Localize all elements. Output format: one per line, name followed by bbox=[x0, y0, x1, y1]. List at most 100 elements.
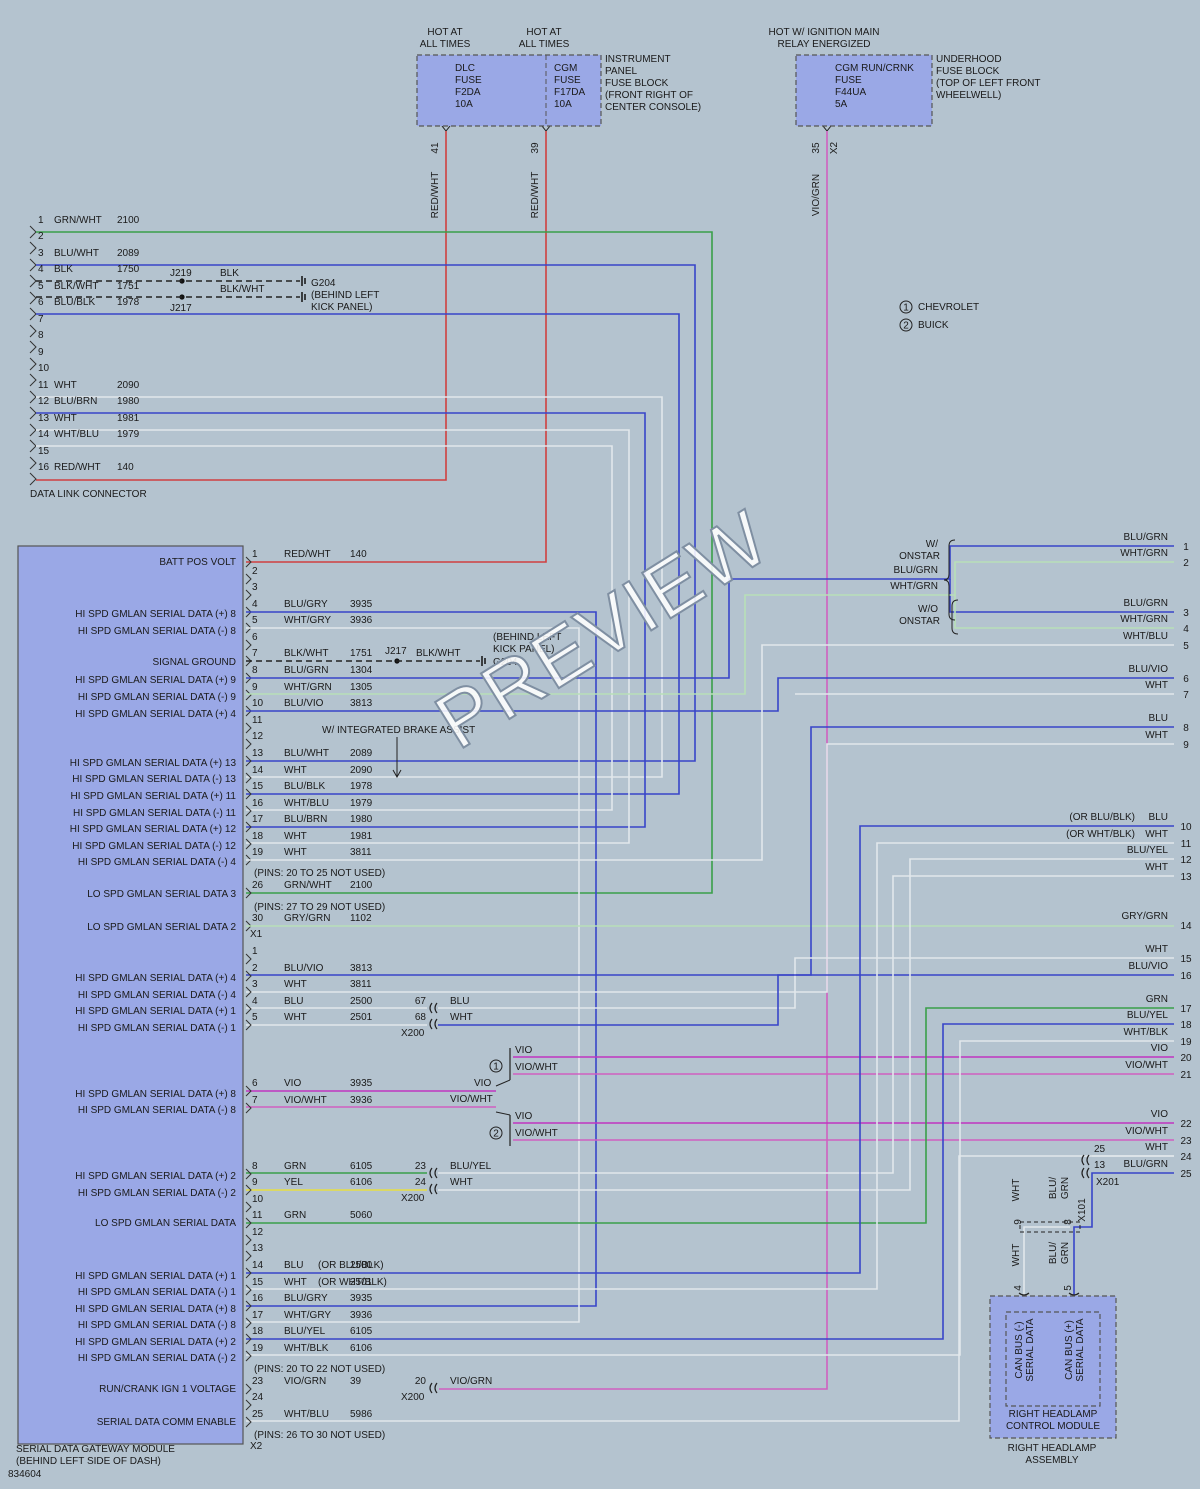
x1-wire-color: GRN/WHT bbox=[284, 880, 332, 891]
x1-circuit: 1305 bbox=[350, 682, 373, 693]
right-pin-number: 14 bbox=[1180, 921, 1192, 932]
x1-pin-number: 1 bbox=[252, 549, 258, 560]
dlc-hot-label: ALL TIMES bbox=[420, 39, 471, 50]
dlc-wire-color: WHT bbox=[54, 380, 77, 391]
run-hot-label: HOT W/ IGNITION MAIN bbox=[769, 27, 880, 38]
x1-pin-number: 26 bbox=[252, 880, 264, 891]
dlc-wire-color: GRN/WHT bbox=[54, 215, 102, 226]
module-pin-label: HI SPD GMLAN SERIAL DATA (-) 8 bbox=[78, 1105, 237, 1116]
wire-6106-b bbox=[246, 1040, 1174, 1356]
x2-circuit: 2501 bbox=[350, 1277, 373, 1288]
x200-connector-icon bbox=[429, 1382, 433, 1394]
fuse-pin: 35 bbox=[811, 142, 822, 154]
wire-5060 bbox=[246, 1007, 1174, 1224]
module-pin-label: HI SPD GMLAN SERIAL DATA (-) 11 bbox=[73, 808, 236, 819]
x1-pin-number: 18 bbox=[252, 831, 264, 842]
dlc-circuit: 1980 bbox=[117, 396, 140, 407]
pins-not-used-note: (PINS: 20 TO 25 NOT USED) bbox=[254, 868, 385, 879]
g204-label: G204 bbox=[493, 657, 518, 668]
dlc-wire-color: RED/WHT bbox=[54, 462, 101, 473]
variant-wire-color: VIO/WHT bbox=[515, 1062, 558, 1073]
fuse-wire-color: RED/WHT bbox=[530, 172, 541, 219]
hl-wire-color: BLU/ bbox=[1048, 1242, 1059, 1264]
variant-link bbox=[495, 1079, 511, 1116]
x2-wire-color: BLU/VIO bbox=[284, 963, 324, 974]
hl-wire-color: BLU/ bbox=[1048, 1177, 1059, 1199]
dlc-terminal-icon bbox=[29, 258, 37, 272]
x1-pin-number: 2 bbox=[252, 566, 258, 577]
x2-wire-color: VIO/GRN bbox=[284, 1376, 326, 1387]
run-hot-label: RELAY ENERGIZED bbox=[778, 39, 871, 50]
g204-ground-icon bbox=[481, 656, 486, 666]
note-arrow-icon bbox=[392, 737, 402, 779]
ip-fuse-block-label: INSTRUMENT bbox=[605, 54, 671, 65]
ip-fuse-block-label: (FRONT RIGHT OF bbox=[605, 90, 693, 101]
x1-pin-number: 13 bbox=[252, 748, 264, 759]
wire-1305-alt bbox=[954, 595, 1174, 629]
x2-circuit: 3936 bbox=[350, 1310, 373, 1321]
right-pin-number: 1 bbox=[1183, 542, 1189, 553]
x1-terminal-icon bbox=[245, 689, 252, 701]
wire-3813-b bbox=[246, 726, 1174, 976]
right-wire-color: VIO bbox=[1151, 1109, 1168, 1120]
module-pin-label: HI SPD GMLAN SERIAL DATA (+) 2 bbox=[75, 1171, 236, 1182]
x2-wire-color: BLU bbox=[284, 1260, 303, 1271]
x201-pin: 25 bbox=[1094, 1144, 1106, 1155]
wire-2100 bbox=[36, 231, 713, 894]
right-wire-color: BLU bbox=[1149, 713, 1168, 724]
x1-pin-number: 6 bbox=[252, 632, 258, 643]
fuse-terminal-icon bbox=[541, 125, 551, 132]
wire-3811-b bbox=[246, 743, 1174, 993]
module-pin-label: HI SPD GMLAN SERIAL DATA (+) 1 bbox=[75, 1006, 236, 1017]
x2-terminal-icon bbox=[245, 1383, 252, 1395]
run-fuse-label: F44UA bbox=[835, 87, 866, 98]
x200-connector-icon bbox=[429, 1002, 433, 1014]
modules bbox=[17, 54, 1117, 1445]
right-wire-color: BLU/VIO bbox=[1129, 664, 1169, 675]
x2-pin-number: 12 bbox=[252, 1227, 264, 1238]
module-pin-label: HI SPD GMLAN SERIAL DATA (-) 8 bbox=[78, 1320, 237, 1331]
underhood-fuse-block-label: WHEELWELL) bbox=[936, 90, 1001, 101]
right-wire-color: VIO/WHT bbox=[1125, 1060, 1168, 1071]
x101-pin: 8 bbox=[1063, 1219, 1074, 1225]
wire-2501-x200 bbox=[438, 974, 1174, 1026]
x2-terminal-icon bbox=[245, 1085, 252, 1097]
dlc-title: DATA LINK CONNECTOR bbox=[30, 489, 147, 500]
x2-pin-number: 18 bbox=[252, 1326, 264, 1337]
g204-label: G204 bbox=[311, 278, 336, 289]
wire-2501-b bbox=[246, 842, 1174, 1290]
right-pin-number: 20 bbox=[1180, 1053, 1192, 1064]
x200-wire-color: WHT bbox=[450, 1012, 473, 1023]
x201-pin: 13 bbox=[1094, 1160, 1106, 1171]
x2-wire-color: VIO bbox=[284, 1078, 301, 1089]
x2-terminal-icon bbox=[245, 1317, 252, 1329]
legend-label: BUICK bbox=[918, 320, 949, 331]
x2-pin-number: 16 bbox=[252, 1293, 264, 1304]
x2-circuit: 6105 bbox=[350, 1326, 373, 1337]
cgm-hot-label: ALL TIMES bbox=[519, 39, 570, 50]
right-wire-color: WHT bbox=[1145, 1142, 1168, 1153]
x1-wire-color: BLU/BRN bbox=[284, 814, 327, 825]
x1-wire-color: BLU/BLK bbox=[284, 781, 325, 792]
x1-circuit: 1978 bbox=[350, 781, 373, 792]
cgm-fuse-label: CGM bbox=[554, 63, 577, 74]
x200-connector-icon bbox=[429, 1018, 433, 1030]
dlc-hot-label: HOT AT bbox=[427, 27, 462, 38]
module-pin: 5 bbox=[1063, 1285, 1074, 1291]
dlc-pin-number: 14 bbox=[38, 429, 50, 440]
x201-connector-icon bbox=[1081, 1154, 1085, 1166]
dlc-pin-number: 6 bbox=[38, 297, 44, 308]
x2-wire-color: WHT bbox=[284, 1277, 307, 1288]
x1-wire-color: BLU/GRN bbox=[284, 665, 328, 676]
dlc-fuse-label: F2DA bbox=[455, 87, 481, 98]
module-pin-label: SERIAL DATA COMM ENABLE bbox=[97, 1417, 237, 1428]
x101-pin: 9 bbox=[1013, 1219, 1024, 1225]
x2-wire-color: YEL bbox=[284, 1177, 303, 1188]
wire-2500-x200 bbox=[438, 957, 1174, 1009]
right-wire-color: WHT/BLK bbox=[1124, 1027, 1169, 1038]
variant-wire-color: VIO bbox=[515, 1111, 532, 1122]
j219-label: J219 bbox=[170, 268, 192, 279]
x2-wire-color: BLU/GRY bbox=[284, 1293, 328, 1304]
x2-terminal-icon bbox=[245, 1250, 252, 1262]
